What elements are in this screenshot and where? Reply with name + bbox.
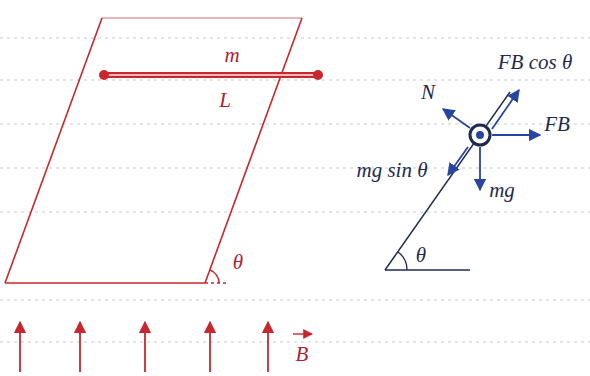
field-arrows	[20, 322, 312, 372]
label: FB	[544, 114, 570, 135]
label: mg sin θ	[357, 160, 428, 181]
label: N	[421, 82, 435, 103]
label: B	[296, 344, 309, 365]
label: L	[219, 90, 231, 111]
notebook-lines	[0, 38, 590, 342]
label: mg	[489, 180, 515, 201]
label: m	[224, 45, 239, 66]
label: FB cos θ	[498, 52, 572, 73]
rod	[99, 70, 323, 80]
rails	[5, 18, 302, 283]
label: θ	[233, 252, 243, 273]
label: θ	[416, 245, 426, 266]
